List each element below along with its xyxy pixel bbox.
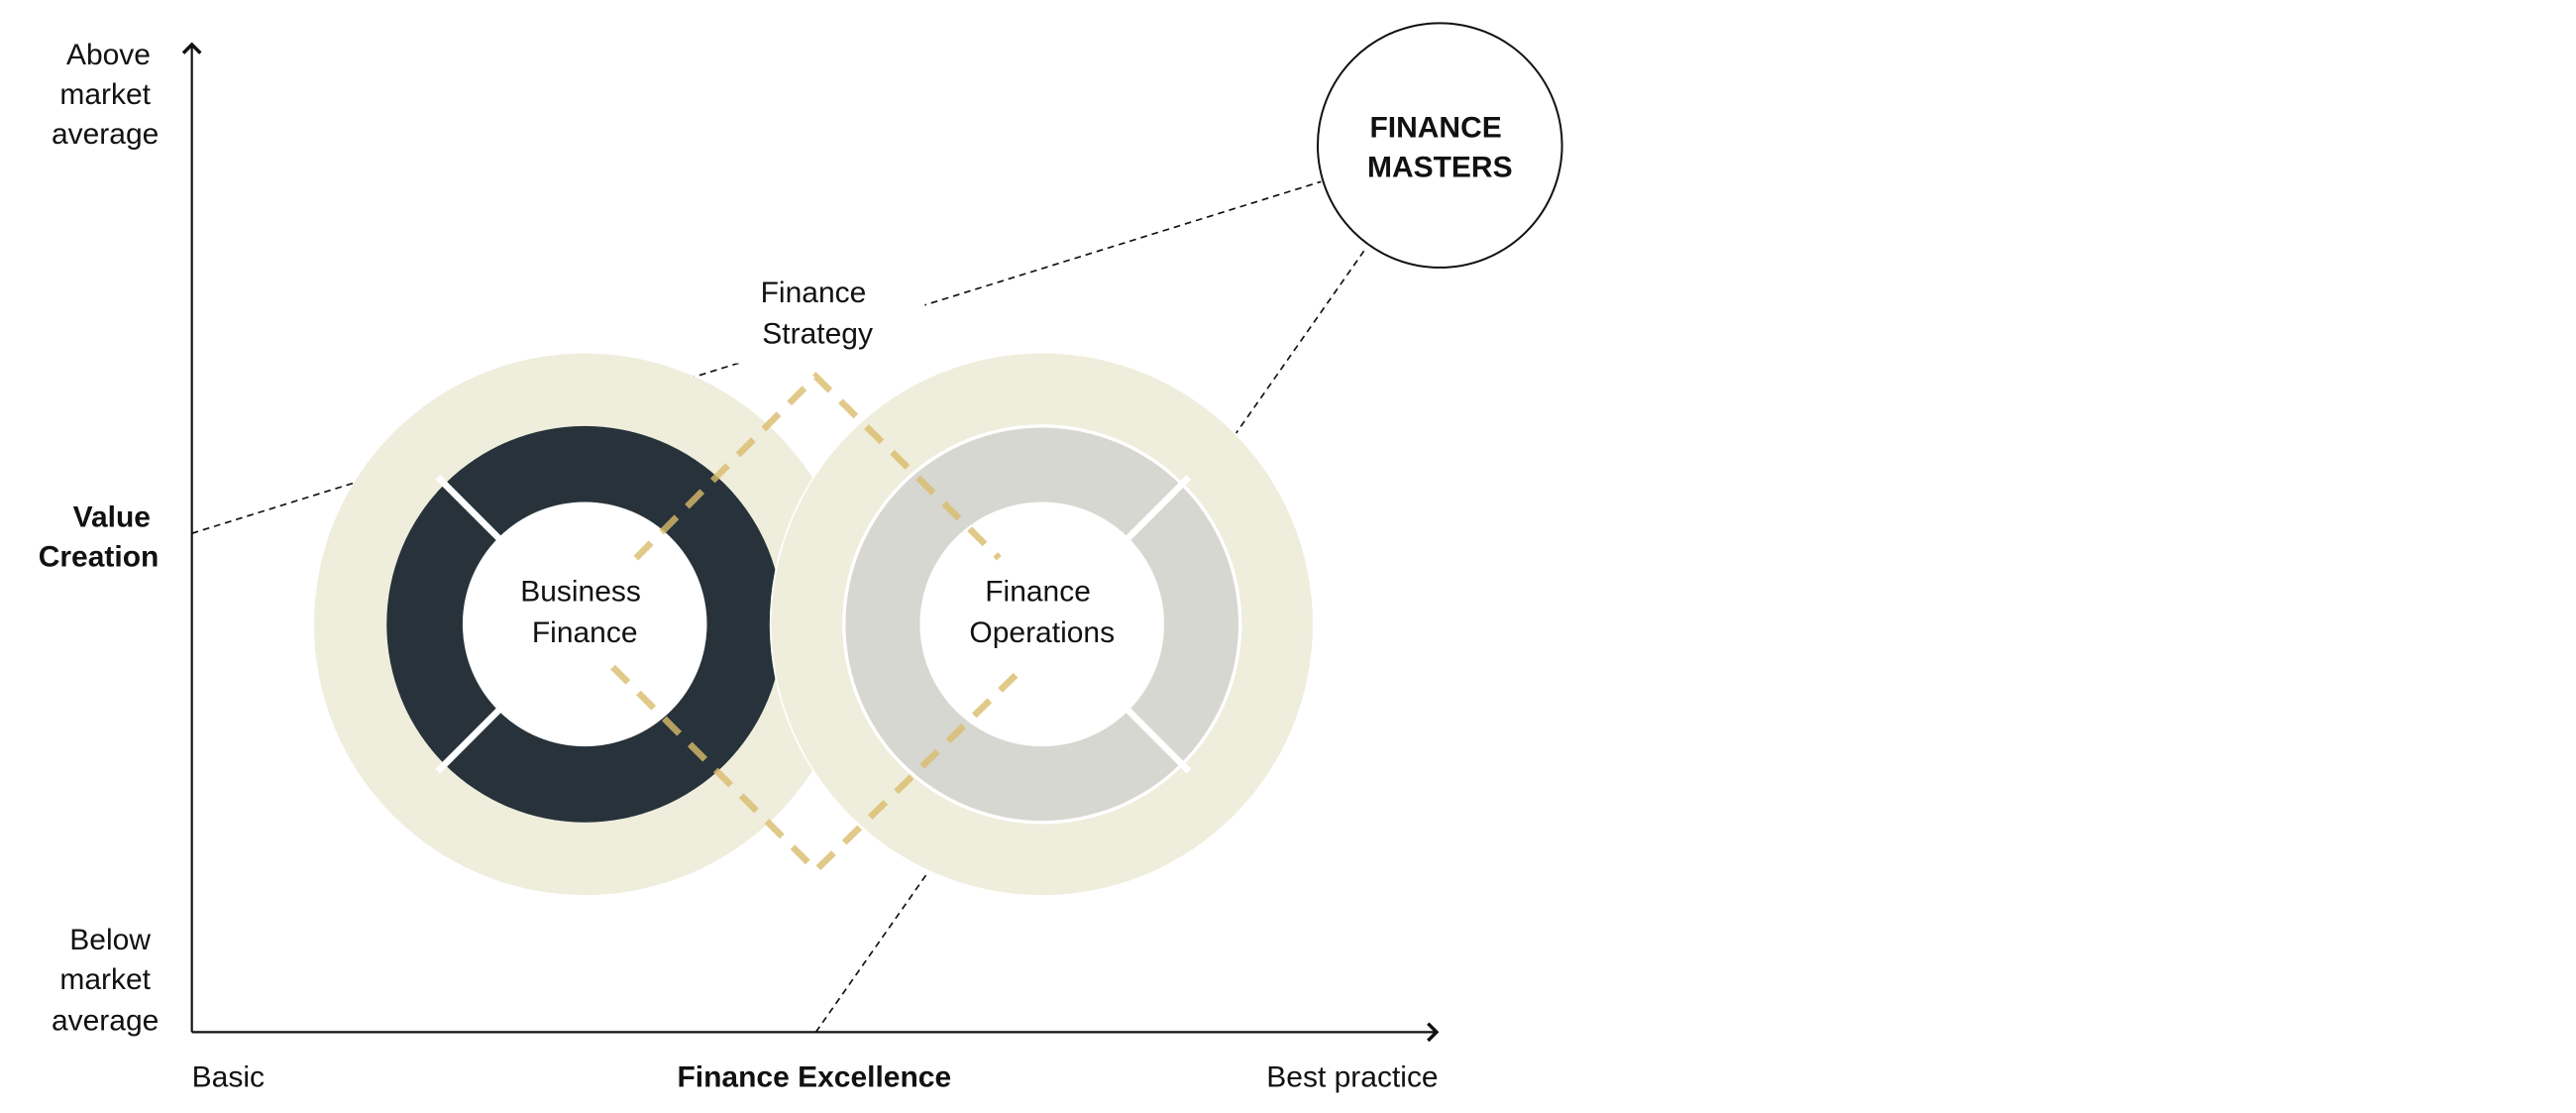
finance-strategy-label: Finance Strategy: [761, 277, 875, 351]
business-finance-circle: [313, 353, 856, 896]
finance-masters-label: FINANCE MASTERS: [1367, 111, 1513, 183]
finance-operations-circle: [769, 351, 1315, 897]
x-axis-title: Finance Excellence: [677, 1060, 951, 1093]
finance-masters-circle: [1316, 22, 1563, 269]
y-axis-bottom-label: Below market average: [52, 924, 159, 1038]
y-axis-title: Value Creation: [39, 501, 160, 574]
x-axis-right-label: Best practice: [1266, 1060, 1438, 1093]
y-axis-top-label: Above market average: [52, 39, 159, 151]
finance-operations-label: Finance Operations: [969, 575, 1115, 649]
business-finance-label: Business Finance: [520, 575, 649, 649]
finance-strategy-diamond: [610, 372, 1026, 875]
x-axis-left-label: Basic: [192, 1060, 265, 1093]
